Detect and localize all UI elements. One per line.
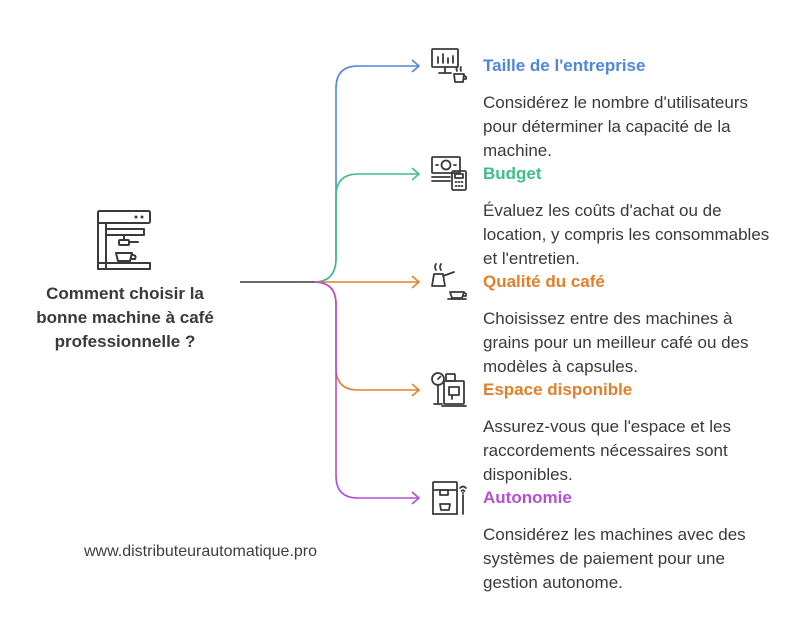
connector-espace	[313, 281, 418, 391]
money-calculator-icon	[431, 156, 467, 191]
connector-autonomie	[313, 281, 418, 499]
espresso-machine-icon	[97, 210, 151, 270]
branch-description-taille: Considérez le nombre d'utilisateurs pour…	[483, 93, 748, 160]
arrow-head-espace	[411, 383, 421, 397]
website-url: www.distributeurautomatique.pro	[84, 543, 318, 560]
branch-title-espace: Espace disponible	[483, 380, 633, 399]
branch-title-budget: Budget	[483, 164, 542, 183]
root-title: Comment choisir la bonne machine à café …	[36, 284, 214, 351]
branch-description-qualite: Choisissez entre des machines à grains p…	[483, 309, 749, 376]
arrow-head-autonomie	[411, 491, 421, 505]
connector-budget	[313, 173, 418, 283]
branch-description-espace: Assurez-vous que l'espace et les raccord…	[483, 417, 731, 484]
branch-title-autonomie: Autonomie	[483, 488, 572, 507]
branch-title-qualite: Qualité du café	[483, 272, 605, 291]
branch-title-taille: Taille de l'entreprise	[483, 56, 646, 75]
office-monitor-coffee-icon	[431, 48, 468, 83]
arrow-head-qualite	[411, 275, 421, 289]
coffee-pot-cup-icon	[431, 263, 468, 300]
gauge-machine-icon	[431, 372, 467, 407]
branch-description-autonomie: Considérez les machines avec des système…	[483, 525, 746, 592]
smart-coffee-machine-icon	[432, 481, 467, 515]
branch-description-budget: Évaluez les coûts d'achat ou de location…	[483, 201, 770, 268]
arrow-head-taille	[411, 59, 421, 73]
arrow-head-budget	[411, 167, 421, 181]
